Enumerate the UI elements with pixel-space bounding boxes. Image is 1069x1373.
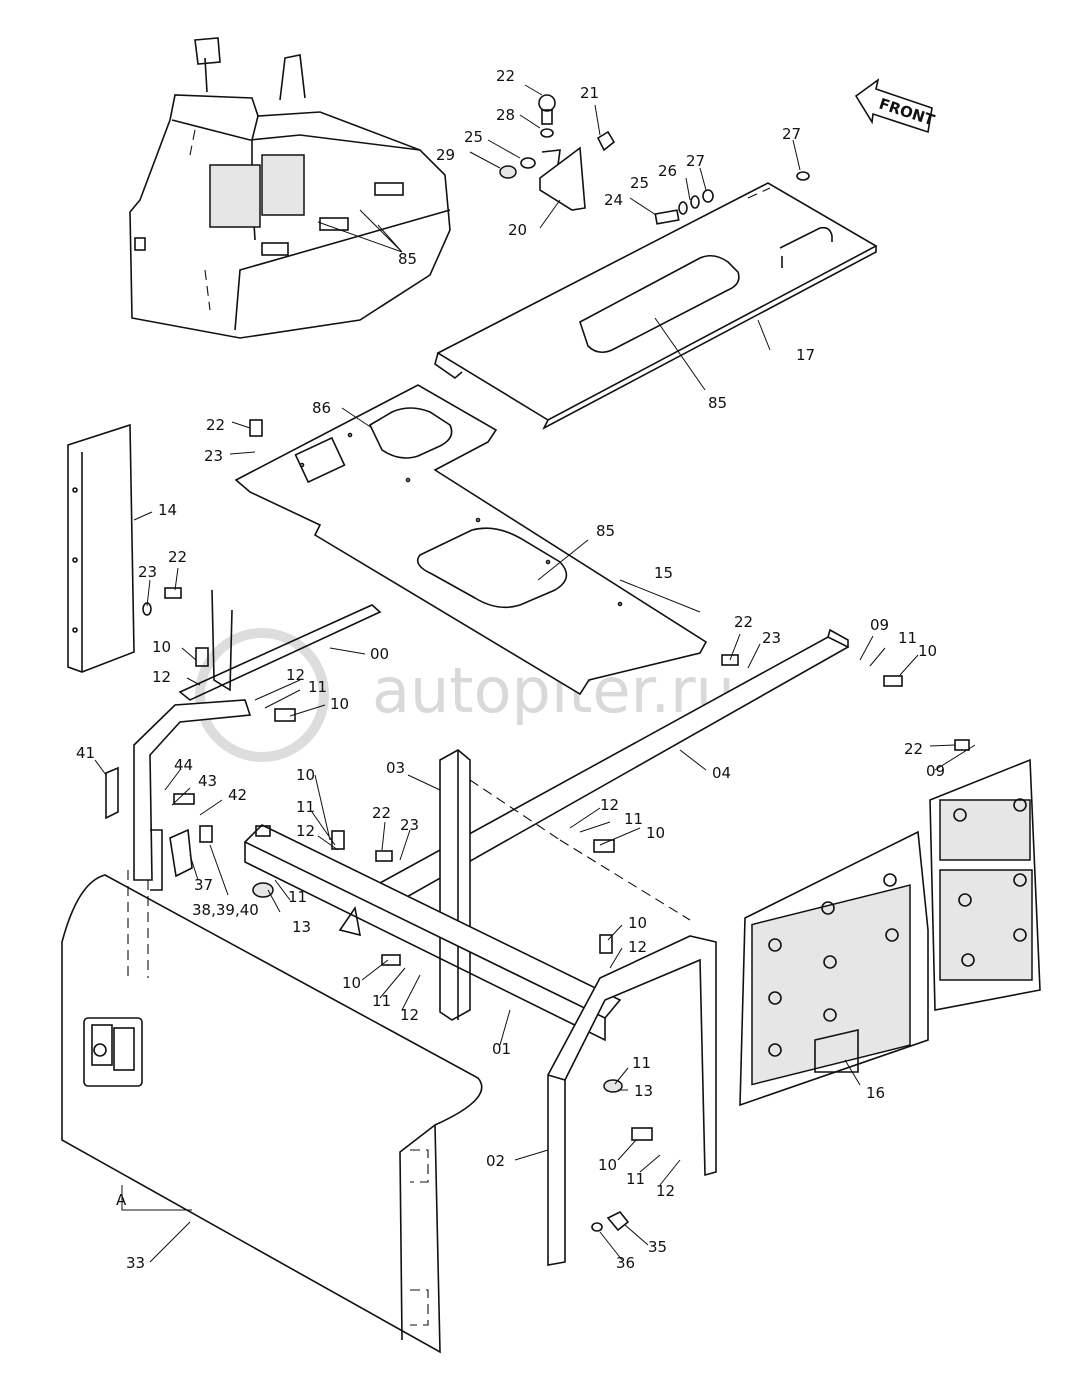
callout-24: 24	[604, 191, 623, 209]
callout-12: 12	[152, 668, 171, 686]
callout-29: 29	[436, 146, 455, 164]
overview-pad-right	[261, 154, 305, 216]
callout-33: 33	[126, 1254, 145, 1272]
callout-23: 23	[138, 563, 157, 581]
callout-22: 22	[372, 804, 391, 822]
callout-01: 01	[492, 1040, 511, 1058]
callout-03: 03	[386, 759, 405, 777]
callout-10: 10	[598, 1156, 617, 1174]
callout-26: 26	[658, 162, 677, 180]
callout-85: 85	[708, 394, 727, 412]
callout-25: 25	[630, 174, 649, 192]
callout-38-39-40: 38,39,40	[192, 901, 259, 919]
callout-17: 17	[796, 346, 815, 364]
callout-10: 10	[342, 974, 361, 992]
callout-43: 43	[198, 772, 217, 790]
callout-04: 04	[712, 764, 731, 782]
part-33-door	[61, 870, 483, 1354]
callout-44: 44	[174, 756, 193, 774]
left-frame-arm	[133, 699, 252, 891]
callout-10: 10	[628, 914, 647, 932]
callout-13: 13	[634, 1082, 653, 1100]
callout-14: 14	[158, 501, 177, 519]
callout-35: 35	[648, 1238, 667, 1256]
callout-22: 22	[168, 548, 187, 566]
callout-22: 22	[904, 740, 923, 758]
callout-41: 41	[76, 744, 95, 762]
callout-15: 15	[654, 564, 673, 582]
callout-12: 12	[600, 796, 619, 814]
callout-10: 10	[152, 638, 171, 656]
leader-lines	[94, 84, 976, 1263]
pad-holes	[768, 798, 1027, 1057]
part-01-front-beam	[243, 824, 622, 1042]
callout-22: 22	[206, 416, 225, 434]
callout-12: 12	[400, 1006, 419, 1024]
callout-22: 22	[496, 67, 515, 85]
callout-11: 11	[296, 798, 315, 816]
callout-23: 23	[204, 447, 223, 465]
part-00-stay	[178, 589, 382, 701]
part-16-pads	[739, 758, 1041, 1107]
callout-16: 16	[866, 1084, 885, 1102]
callout-12: 12	[628, 938, 647, 956]
callout-13: 13	[292, 918, 311, 936]
callout-23: 23	[762, 629, 781, 647]
overview-pad-left	[209, 164, 261, 228]
callout-11: 11	[308, 678, 327, 696]
callout-37: 37	[194, 876, 213, 894]
part-03-post	[439, 749, 471, 1021]
callout-10: 10	[330, 695, 349, 713]
callout-10: 10	[646, 824, 665, 842]
callout-11: 11	[372, 992, 391, 1010]
callout-11: 11	[288, 888, 307, 906]
callout-85: 85	[398, 250, 417, 268]
callout-10: 10	[296, 766, 315, 784]
callout-12: 12	[296, 822, 315, 840]
callout-21: 21	[580, 84, 599, 102]
callout-23: 23	[400, 816, 419, 834]
callout-20: 20	[508, 221, 527, 239]
callout-11: 11	[632, 1054, 651, 1072]
part-17-top-cover	[434, 182, 878, 430]
callout-11: 11	[624, 810, 643, 828]
watermark-logo	[195, 628, 329, 762]
callout-25: 25	[464, 128, 483, 146]
callout-11: 11	[626, 1170, 645, 1188]
callout-85: 85	[596, 522, 615, 540]
callout-labels: 22 28 21 25 29 20 27 26 25 24 27 85 17 8…	[76, 67, 945, 1272]
part-02-frame	[547, 935, 717, 1266]
callout-42: 42	[228, 786, 247, 804]
callout-28: 28	[496, 106, 515, 124]
part-20-bracket	[499, 94, 810, 225]
part-14-side-post	[67, 423, 135, 673]
callout-27: 27	[686, 152, 705, 170]
machine-overview	[129, 37, 451, 339]
callout-A: A	[116, 1191, 127, 1209]
callout-10: 10	[918, 642, 937, 660]
part-15-floor-plate	[234, 384, 708, 696]
callout-00: 00	[370, 645, 389, 663]
small-parts	[105, 766, 630, 1232]
callout-12: 12	[286, 666, 305, 684]
callout-09: 09	[870, 616, 889, 634]
callout-22: 22	[734, 613, 753, 631]
callout-36: 36	[616, 1254, 635, 1272]
callout-02: 02	[486, 1152, 505, 1170]
callout-09: 09	[926, 762, 945, 780]
callout-27: 27	[782, 125, 801, 143]
callout-12: 12	[656, 1182, 675, 1200]
callout-11: 11	[898, 629, 917, 647]
front-arrow-sign: FRONT	[854, 78, 938, 134]
callout-86: 86	[312, 399, 331, 417]
